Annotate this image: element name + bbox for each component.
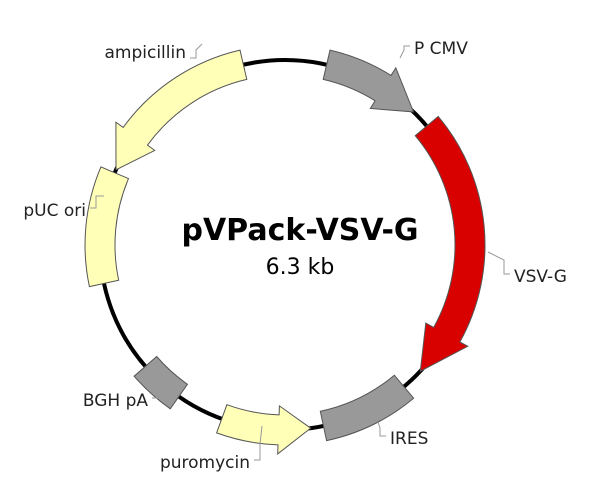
bgh-pa-leader xyxy=(152,380,159,399)
ampicillin-arrow xyxy=(115,49,248,171)
p-cmv-label: P CMV xyxy=(414,39,468,59)
puromycin-arrow xyxy=(215,404,312,455)
ampicillin-leader xyxy=(190,43,203,59)
ires-label: IRES xyxy=(390,429,428,449)
puc-ori-block xyxy=(84,166,130,288)
puc-ori-leader xyxy=(90,195,104,209)
plasmid-name: pVPack-VSV-G xyxy=(181,213,418,248)
bgh-pa-label: BGH pA xyxy=(83,391,149,411)
ampicillin-label: ampicillin xyxy=(104,43,186,63)
vsv-g-arrow xyxy=(414,115,486,373)
bgh-pa-block xyxy=(133,355,189,410)
vsv-g-label: VSV-G xyxy=(514,267,567,287)
ires-block xyxy=(319,374,415,442)
puc-ori-label: pUC ori xyxy=(23,201,86,221)
p-cmv-leader xyxy=(399,45,410,59)
vsv-g-leader xyxy=(487,251,510,275)
ires-leader xyxy=(377,421,386,437)
p-cmv-arrow xyxy=(322,49,415,113)
puromycin-leader xyxy=(254,425,263,461)
puromycin-label: puromycin xyxy=(160,453,250,473)
plasmid-size: 6.3 kb xyxy=(266,255,335,280)
